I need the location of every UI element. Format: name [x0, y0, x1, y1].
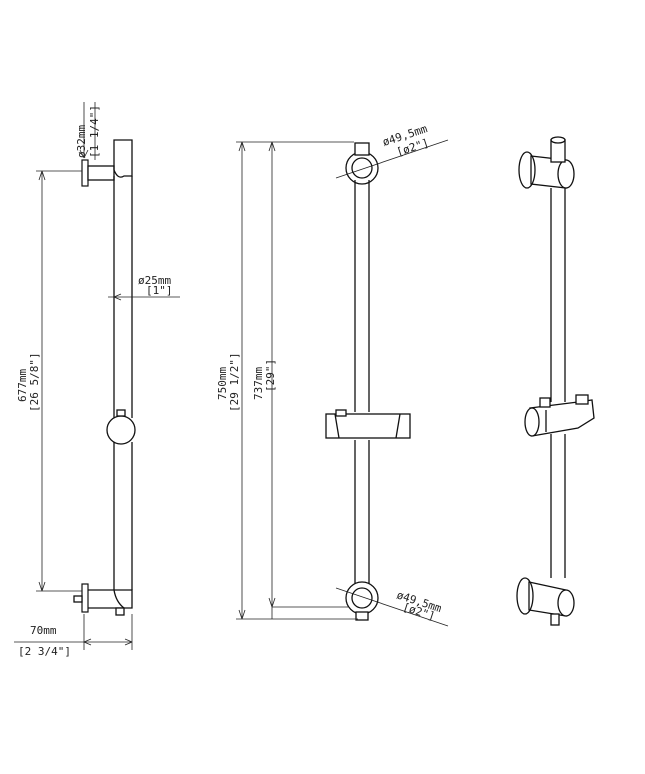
center-length-inch-label: [29"]	[264, 359, 277, 392]
flange-diameter-inch-label: [1 1/4"]	[88, 105, 101, 158]
projection-label: 70mm	[30, 624, 57, 637]
side-top-flange	[81, 139, 133, 187]
projection-inch-label: [2 3/4"]	[18, 645, 71, 658]
front-rail	[354, 180, 370, 584]
dim-center-length: 737mm [29"]	[252, 141, 348, 619]
dim-rail-diameter: ø25mm [1"]	[108, 274, 180, 301]
dim-overall-length: 750mm [29 1/2"]	[216, 141, 358, 620]
bracket-spacing-label: 677mm	[16, 369, 29, 402]
persp-slider	[524, 394, 595, 437]
front-view: ø49,5mm [ø2"] 750mm [29 1/2"] 737mm [29"…	[216, 122, 449, 627]
side-rail	[113, 176, 133, 590]
overall-length-inch-label: [29 1/2"]	[228, 352, 241, 412]
persp-bottom-bracket	[516, 577, 575, 626]
bracket-spacing-inch-label: [26 5/8"]	[28, 352, 41, 412]
rail-diameter-inch-label: [1"]	[146, 284, 173, 297]
front-bottom-bracket	[345, 581, 379, 621]
center-length-label: 737mm	[252, 367, 265, 400]
perspective-view	[516, 136, 595, 626]
persp-top-bracket	[518, 136, 575, 189]
front-slider	[325, 409, 411, 439]
flange-diameter-label: ø32mm	[75, 125, 88, 158]
dim-flange-diameter: ø32mm [1 1/4"]	[75, 102, 101, 160]
side-view: ø32mm [1 1/4"] ø25mm [1"] 677mm [26 5/8"…	[14, 102, 180, 658]
dim-bracket-spacing: 677mm [26 5/8"]	[16, 170, 82, 592]
side-bottom-bracket	[73, 583, 133, 616]
front-top-bracket	[345, 142, 379, 185]
dim-projection: 70mm [2 3/4"]	[14, 614, 133, 658]
side-slider	[106, 409, 136, 445]
overall-length-label: 750mm	[216, 367, 229, 400]
rail-diameter-label: ø25mm	[138, 274, 171, 287]
persp-rail	[550, 188, 566, 578]
